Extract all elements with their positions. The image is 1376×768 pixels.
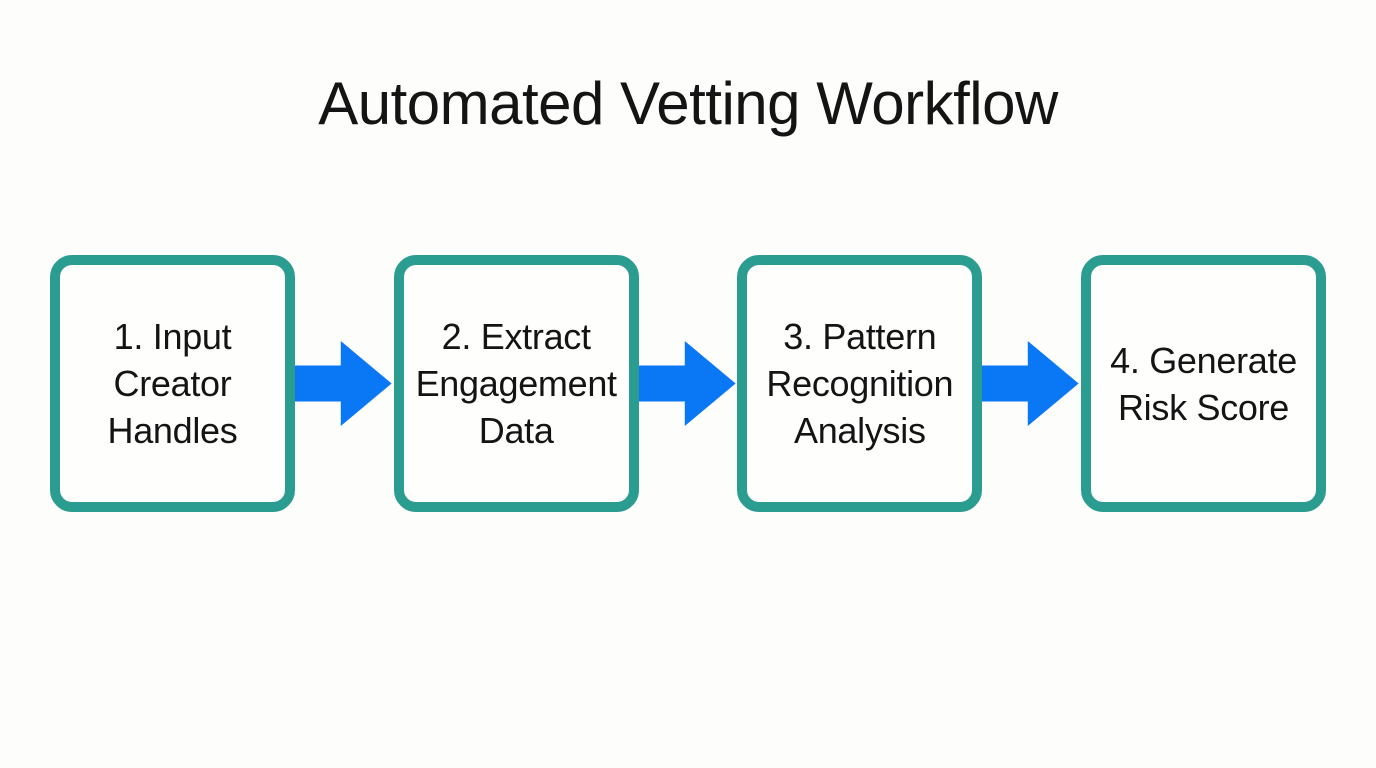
step-label-line: 2. Extract [441, 316, 591, 357]
flow-right-arrow-icon [982, 341, 1079, 426]
flow-right-arrow-icon [295, 341, 392, 426]
flow-right-arrow-icon [638, 341, 736, 426]
step-label-line: 4. Generate [1110, 339, 1297, 381]
arrow-cell [982, 341, 1081, 426]
step-label-line: Recognition [766, 363, 954, 404]
step-label-line: 3. Pattern [783, 316, 937, 357]
step-label-line: Handles [107, 410, 238, 451]
step-label-line: Analysis [794, 410, 926, 451]
diagram-title: Automated Vetting Workflow [318, 70, 1058, 137]
step-label-line: 1. Input [113, 316, 232, 357]
step-label-line: Data [478, 410, 554, 451]
step-label-line: Engagement [415, 363, 617, 404]
step-label-line: Creator [113, 363, 232, 404]
arrow-cell [295, 341, 394, 426]
arrow-cell [638, 341, 738, 426]
step-label-line: Risk Score [1117, 386, 1290, 428]
